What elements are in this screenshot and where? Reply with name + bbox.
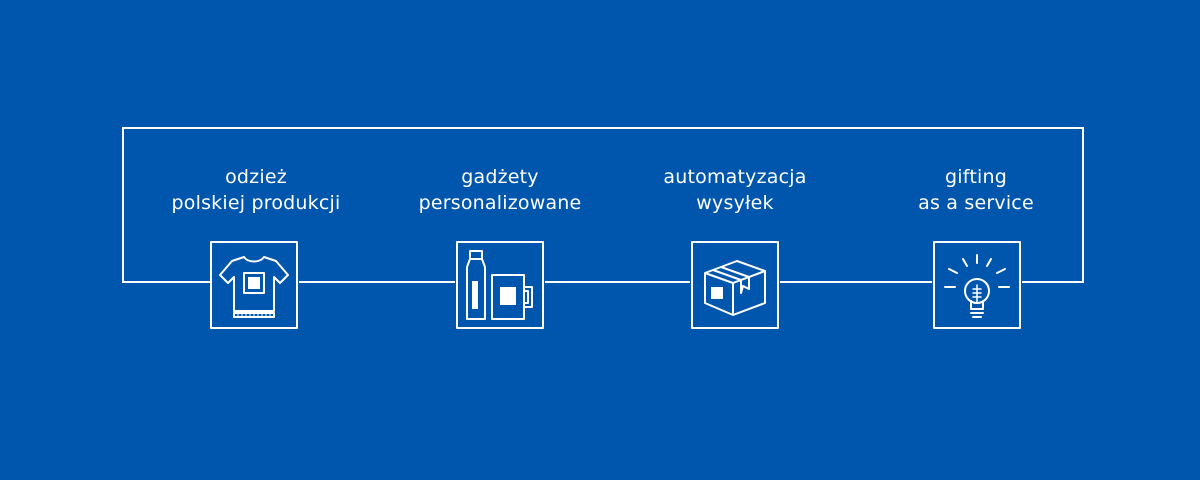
- step-label-gadgets: gadżety personalizowane: [380, 164, 620, 216]
- step-label-line1: automatyzacja: [663, 166, 807, 188]
- step-label-line1: odzież: [225, 166, 287, 188]
- step-label-line1: gifting: [945, 166, 1007, 188]
- step-label-line2: polskiej produkcji: [171, 192, 341, 214]
- step-label-clothing: odzież polskiej produkcji: [136, 164, 376, 216]
- shipping-box-icon: [691, 241, 779, 329]
- lightbulb-icon: [933, 241, 1021, 329]
- step-label-line1: gadżety: [461, 166, 539, 188]
- step-label-gifting: gifting as a service: [856, 164, 1096, 216]
- bottle-mug-icon: [456, 241, 544, 329]
- step-label-shipping: automatyzacja wysyłek: [615, 164, 855, 216]
- step-label-line2: as a service: [918, 192, 1034, 214]
- step-label-line2: personalizowane: [418, 192, 582, 214]
- tshirt-icon: [210, 241, 298, 329]
- step-label-line2: wysyłek: [696, 192, 774, 214]
